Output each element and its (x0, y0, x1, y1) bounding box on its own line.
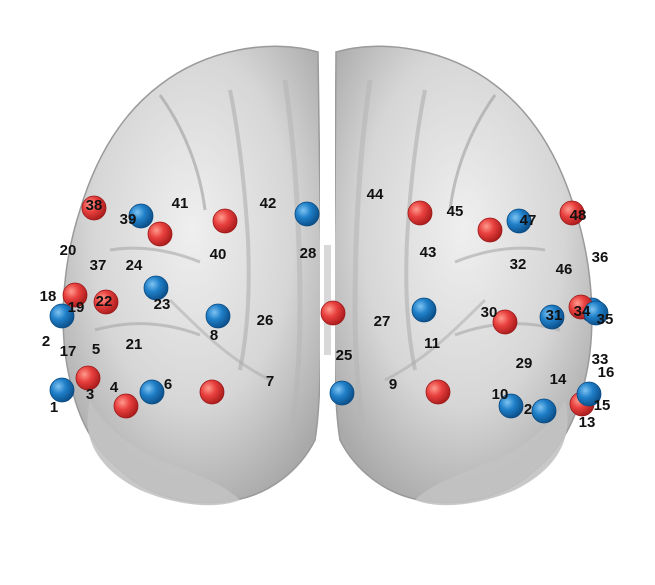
electrode-label: 44 (367, 186, 384, 203)
right-hemisphere (333, 45, 593, 506)
blue-electrode-marker (506, 208, 532, 234)
electrode-label: 6 (164, 376, 172, 393)
electrode-label: 21 (126, 336, 143, 353)
electrode-label: 2 (524, 401, 532, 418)
red-electrode-marker (81, 195, 107, 221)
electrode-label: 46 (556, 261, 573, 278)
left-hemisphere (62, 45, 322, 506)
blue-electrode-marker (576, 381, 602, 407)
electrode-label: 25 (336, 347, 353, 364)
blue-electrode-marker (498, 393, 524, 419)
electrode-label: 47 (520, 212, 537, 229)
electrode-label: 30 (481, 304, 498, 321)
red-electrode-marker (407, 200, 433, 226)
electrode-label: 40 (210, 246, 227, 263)
electrode-label: 38 (86, 197, 103, 214)
electrode-label: 35 (597, 311, 614, 328)
electrode-label: 45 (447, 203, 464, 220)
electrode-label: 31 (546, 307, 563, 324)
red-electrode-marker (425, 379, 451, 405)
electrode-label: 43 (420, 244, 437, 261)
electrode-markers (49, 195, 609, 424)
red-electrode-marker (320, 300, 346, 326)
electrode-label: 48 (570, 207, 587, 224)
electrode-label: 37 (90, 257, 107, 274)
electrode-label: 28 (300, 245, 317, 262)
blue-electrode-marker (49, 303, 75, 329)
electrode-label: 22 (96, 293, 113, 310)
red-electrode-marker (147, 221, 173, 247)
electrode-label: 33 (592, 351, 609, 368)
electrode-label: 42 (260, 195, 277, 212)
blue-electrode-marker (143, 275, 169, 301)
electrode-label: 36 (592, 249, 609, 266)
blue-electrode-marker (128, 203, 154, 229)
electrode-label: 24 (126, 257, 143, 274)
electrode-label: 16 (598, 364, 615, 381)
electrode-label: 19 (68, 299, 85, 316)
electrode-label: 4 (110, 379, 119, 396)
electrode-label: 8 (210, 327, 218, 344)
electrode-label: 18 (40, 288, 57, 305)
red-electrode-marker (93, 289, 119, 315)
blue-electrode-marker (329, 380, 355, 406)
red-electrode-marker (199, 379, 225, 405)
electrode-label: 41 (172, 195, 189, 212)
red-electrode-marker (75, 365, 101, 391)
electrode-label: 10 (492, 386, 509, 403)
electrode-label: 7 (266, 373, 274, 390)
blue-electrode-marker (294, 201, 320, 227)
red-electrode-marker (477, 217, 503, 243)
blue-electrode-marker (139, 379, 165, 405)
electrode-label: 17 (60, 343, 77, 360)
electrode-label: 2 (42, 333, 50, 350)
red-electrode-marker (212, 208, 238, 234)
red-electrode-marker (62, 282, 88, 308)
blue-electrode-marker (531, 398, 557, 424)
blue-electrode-marker (205, 303, 231, 329)
electrode-label: 11 (424, 335, 440, 352)
electrode-label: 9 (389, 376, 397, 393)
electrode-label: 26 (257, 312, 274, 329)
blue-electrode-marker (411, 297, 437, 323)
red-electrode-marker (492, 309, 518, 335)
electrode-label: 3 (86, 386, 94, 403)
electrode-label: 15 (594, 397, 611, 414)
electrode-label: 27 (374, 313, 391, 330)
electrode-label: 29 (516, 355, 533, 372)
electrode-label: 32 (510, 256, 527, 273)
electrode-label: 34 (574, 303, 591, 320)
blue-electrode-marker (583, 300, 609, 326)
electrode-label: 5 (92, 341, 100, 358)
electrode-label: 1 (50, 399, 58, 416)
electrode-label: 23 (154, 296, 171, 313)
blue-electrode-marker (539, 304, 565, 330)
blue-electrode-marker (49, 377, 75, 403)
red-electrode-marker (559, 200, 585, 226)
electrode-label: 13 (579, 414, 596, 431)
electrode-label: 20 (60, 242, 77, 259)
electrode-label: 39 (120, 211, 137, 228)
electrode-label: 14 (550, 371, 567, 388)
red-electrode-marker (113, 393, 139, 419)
brainstem-slice (324, 245, 331, 355)
